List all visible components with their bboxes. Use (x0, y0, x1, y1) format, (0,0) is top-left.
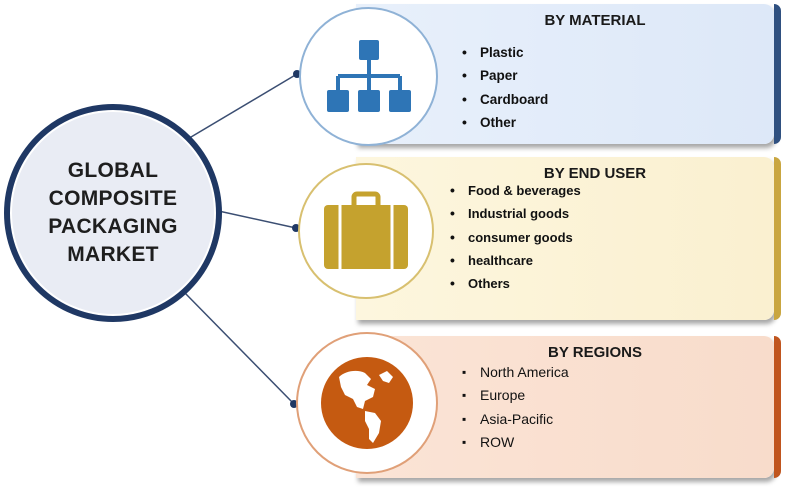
globe-americas-icon (321, 357, 413, 449)
segment-list: Plastic Paper Cardboard Other (462, 41, 548, 134)
market-title-line: GLOBAL (67, 159, 159, 182)
list-item: Plastic (462, 41, 548, 65)
list-item: North America (462, 361, 569, 385)
briefcase-icon (324, 191, 408, 269)
hierarchy-chart-icon (326, 39, 411, 112)
center-market-circle: GLOBAL COMPOSITE PACKAGING MARKET (4, 104, 222, 322)
connector-regions (183, 291, 295, 405)
list-item: Food & beverages (450, 179, 581, 203)
list-item: Europe (462, 384, 569, 408)
regions-icon-circle (296, 332, 438, 474)
material-icon-circle (299, 7, 438, 146)
list-item: ROW (462, 431, 569, 455)
panel-accent-edge (774, 157, 781, 320)
list-item: Paper (462, 64, 548, 88)
segment-list: Food & beverages Industrial goods consum… (450, 179, 581, 296)
market-title-line: COMPOSITE (48, 187, 178, 210)
segment-title: BY END USER (543, 165, 647, 182)
segment-list: North America Europe Asia-Pacific ROW (462, 361, 569, 454)
connector-enduser (213, 209, 297, 229)
panel-accent-edge (774, 336, 781, 478)
segment-title: BY MATERIAL (544, 12, 646, 29)
market-title-line: PACKAGING (48, 215, 178, 238)
list-item: consumer goods (450, 226, 581, 250)
market-title-line: MARKET (67, 243, 159, 266)
panel-accent-edge (774, 4, 781, 144)
list-item: Other (462, 111, 548, 135)
end-user-icon-circle (298, 163, 434, 299)
list-item: Cardboard (462, 88, 548, 112)
connector-material (185, 73, 298, 141)
list-item: Asia-Pacific (462, 408, 569, 432)
list-item: Others (450, 272, 581, 296)
market-title: GLOBAL COMPOSITE PACKAGING MARKET (28, 157, 198, 269)
list-item: Industrial goods (450, 202, 581, 226)
segment-title: BY REGIONS (548, 344, 642, 361)
list-item: healthcare (450, 249, 581, 273)
